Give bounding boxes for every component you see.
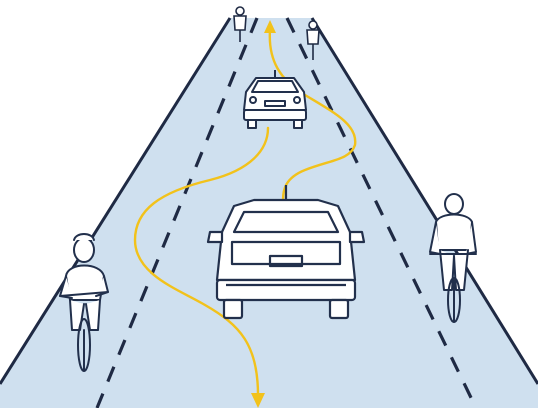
- road-illustration: [0, 0, 538, 408]
